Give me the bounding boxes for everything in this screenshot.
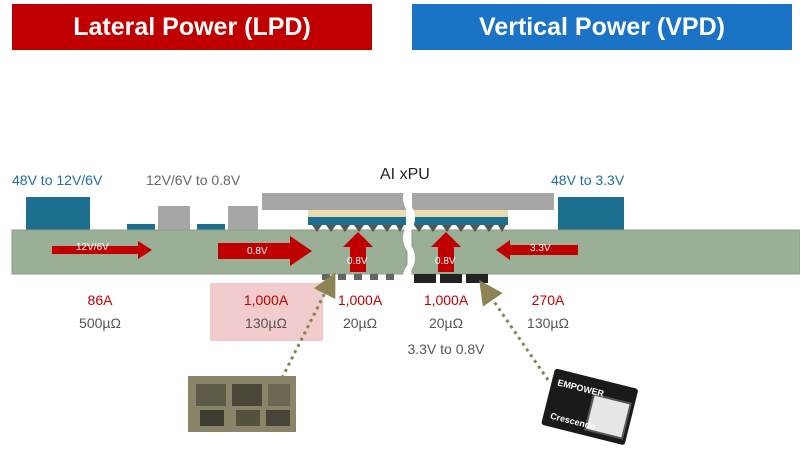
lpd-stage2-label: 12V/6V to 0.8V	[146, 172, 241, 188]
xpu-die-left	[308, 210, 406, 217]
lpd-48v-converter	[26, 197, 90, 230]
lpd-col1-current: 86A	[87, 292, 113, 308]
arrow-08v-up-left-label: 0.8V	[347, 256, 368, 267]
xpu-substrate-right	[412, 217, 508, 225]
lpd-board-photo	[188, 376, 296, 432]
lpd-under-cap-1	[322, 274, 330, 280]
lpd-under-cap-4	[370, 274, 378, 280]
vpd-col1-current: 1,000A	[423, 292, 469, 308]
vpd-title-banner: Vertical Power (VPD)	[412, 4, 792, 50]
xpu-label: AI xPU	[380, 166, 430, 183]
xpu-die-right	[412, 210, 508, 217]
xpu-lid-left	[262, 193, 406, 210]
arrow-33v	[496, 240, 578, 260]
lpd-col2-resistance: 130µΩ	[245, 315, 287, 331]
lpd-under-cap-5	[386, 274, 394, 280]
vpd-col1-note: 3.3V to 0.8V	[407, 341, 485, 357]
vpd-under-module-2	[440, 274, 462, 283]
lpd-col3-resistance: 20µΩ	[342, 315, 378, 331]
bump-row-right	[414, 225, 506, 232]
arrow-08v-lateral-label: 0.8V	[247, 246, 268, 257]
pointer-vpd-module	[479, 280, 550, 381]
lpd-stage1-label: 48V to 12V/6V	[12, 172, 103, 188]
pcb-board-right	[411, 229, 800, 275]
arrow-33v-label: 3.3V	[530, 243, 551, 254]
arrow-12v6v-label: 12V/6V	[76, 242, 109, 253]
arrow-08v-up-right-label: 0.8V	[435, 256, 456, 267]
arrow-08v-lateral	[218, 236, 312, 266]
vpd-col1-resistance: 20µΩ	[428, 315, 464, 331]
lpd-inductor-2	[228, 206, 258, 230]
vpd-48v-converter	[558, 197, 624, 230]
lpd-inductor-1	[158, 206, 190, 230]
arrow-08v-up-right	[431, 232, 461, 272]
bump-row-left	[312, 225, 404, 232]
lpd-title-banner: Lateral Power (LPD)	[12, 4, 372, 50]
break-line	[403, 186, 415, 283]
lpd-col2-current: 1,000A	[243, 292, 289, 308]
lpd-col1-resistance: 500µΩ	[79, 315, 121, 331]
arrow-12v6v	[52, 241, 152, 259]
lpd-small-component-a	[127, 224, 155, 230]
vpd-module-photo: EMPOWER Crescendo	[541, 368, 638, 445]
lpd-under-cap-2	[338, 274, 346, 280]
arrow-08v-up-left	[343, 232, 373, 272]
vpd-col2-resistance: 130µΩ	[527, 315, 569, 331]
lpd-col3-current: 1,000A	[337, 292, 383, 308]
xpu-lid-right	[412, 193, 554, 210]
vpd-stage1-label: 48V to 3.3V	[551, 172, 625, 188]
xpu-substrate-left	[308, 217, 406, 225]
lpd-under-cap-3	[354, 274, 362, 280]
vpd-col2-current: 270A	[531, 292, 565, 308]
vpd-under-module-1	[414, 274, 436, 283]
vpd-under-module-3	[466, 274, 488, 283]
lpd-small-component-b	[197, 224, 225, 230]
